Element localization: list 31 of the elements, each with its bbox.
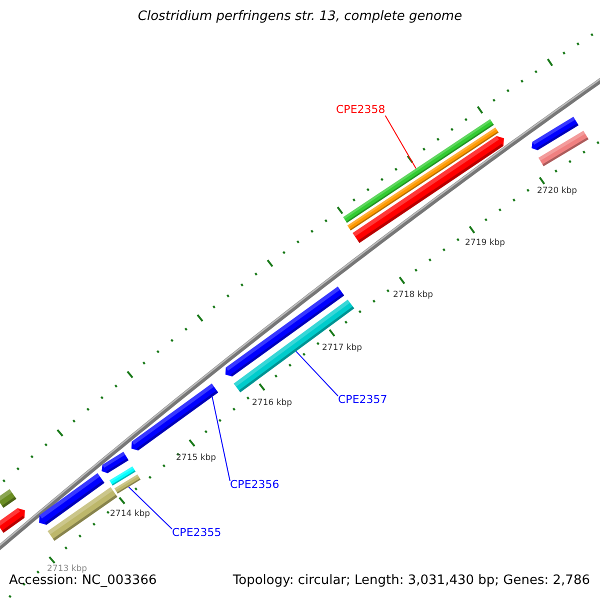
scale-label: 2713 kbp bbox=[47, 565, 88, 574]
gene-bar bbox=[225, 286, 344, 376]
topology-text: Topology: circular; Length: 3,031,430 bp; Genes: 2,786 bbox=[232, 574, 590, 589]
gene-bar bbox=[343, 119, 494, 223]
gene-bar bbox=[102, 452, 129, 474]
leader-line bbox=[128, 486, 172, 530]
gene-bar bbox=[347, 128, 499, 230]
gene-bar bbox=[0, 489, 16, 508]
title: Clostridium perfringens str. 13, complete genome bbox=[136, 10, 464, 25]
gene-bar bbox=[0, 508, 25, 533]
gene-label: CPE2356 bbox=[230, 479, 280, 492]
gene-bar bbox=[109, 466, 136, 486]
gene-label: CPE2357 bbox=[338, 394, 388, 407]
scale-label: 2715 kbp bbox=[176, 454, 216, 464]
scale-label: 2719 kbp bbox=[465, 239, 506, 249]
scale-label: 2714 kbp bbox=[110, 510, 150, 520]
leader-line bbox=[384, 115, 416, 169]
scale-label: 2717 kbp bbox=[322, 344, 362, 354]
gene-bar bbox=[538, 130, 589, 166]
gene-bar bbox=[114, 474, 141, 494]
leader-line bbox=[212, 396, 230, 482]
gene-bar bbox=[131, 384, 218, 450]
scale-label: 2720 kbp bbox=[537, 187, 578, 197]
leader-line bbox=[296, 350, 338, 396]
scale-label: 2716 kbp bbox=[252, 399, 292, 409]
scale-label: 2718 kbp bbox=[393, 291, 434, 301]
gene-label: CPE2358 bbox=[336, 104, 386, 117]
gene-bar bbox=[532, 116, 579, 150]
accession-text: Accession: NC_003366 bbox=[9, 574, 157, 589]
gene-bar bbox=[39, 473, 104, 525]
gene-label: CPE2355 bbox=[172, 527, 222, 540]
